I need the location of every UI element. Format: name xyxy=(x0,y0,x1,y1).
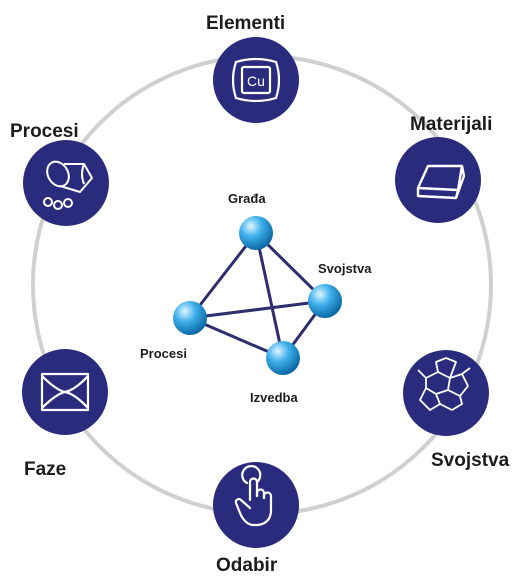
node-svojstva[interactable] xyxy=(403,350,489,436)
pointing-hand-icon xyxy=(234,464,273,527)
label-procesi-inner: Procesi xyxy=(140,346,187,361)
label-elementi: Elementi xyxy=(206,13,286,34)
label-procesi: Procesi xyxy=(10,121,79,142)
edge-gradja-procesi xyxy=(188,231,258,320)
edge-gradja-izvedba xyxy=(254,231,285,360)
cu-badge: Cu xyxy=(247,73,265,89)
label-faze: Faze xyxy=(24,459,67,480)
label-odabir: Odabir xyxy=(216,555,278,576)
crystal-grain-icon xyxy=(417,357,471,411)
node-faze[interactable] xyxy=(22,349,108,435)
label-svojstva-inner: Svojstva xyxy=(318,261,372,276)
sphere-svojstva xyxy=(308,284,342,318)
phase-diagram-icon xyxy=(40,372,90,412)
sphere-procesi xyxy=(173,301,207,335)
copper-element-icon: Cu xyxy=(231,57,281,103)
label-svojstva: Svojstva xyxy=(431,450,510,471)
ingot-icon xyxy=(416,164,466,200)
sphere-gradja xyxy=(239,216,273,250)
sphere-izvedba xyxy=(266,341,300,375)
node-elementi[interactable]: Cu xyxy=(213,37,299,123)
edge-svojstva-procesi xyxy=(188,299,327,320)
tetrahedron-edges xyxy=(188,231,327,360)
node-materijali[interactable] xyxy=(395,137,481,223)
label-materijali: Materijali xyxy=(410,114,493,135)
node-procesi[interactable] xyxy=(23,140,109,226)
label-gradja: Građa xyxy=(228,191,266,206)
rolling-mill-icon xyxy=(43,160,93,210)
node-odabir[interactable] xyxy=(213,462,299,548)
label-izvedba: Izvedba xyxy=(250,390,298,405)
